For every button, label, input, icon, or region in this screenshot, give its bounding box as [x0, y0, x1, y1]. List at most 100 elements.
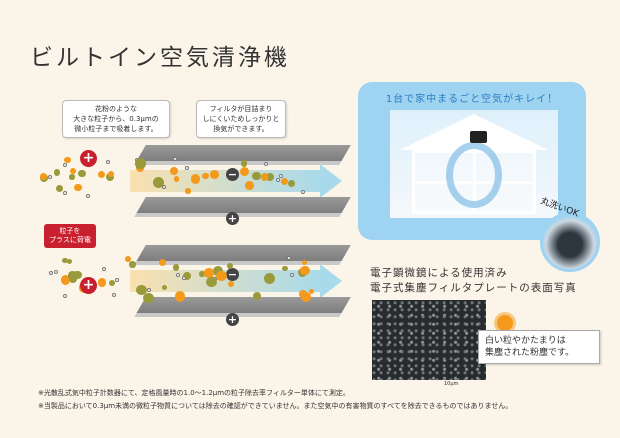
particle [299, 289, 308, 298]
particle [182, 271, 191, 281]
particle [175, 272, 180, 277]
sem-caption-line: 電子顕微鏡による使用済み [370, 267, 508, 279]
plus-icon: + [80, 150, 97, 167]
particle [161, 284, 167, 290]
particle [227, 263, 234, 270]
particle [174, 291, 186, 302]
sem-caption-line: 電子式集塵フィルタプレートの表面写真 [370, 282, 577, 294]
particle [308, 288, 314, 294]
particle [66, 258, 72, 264]
footnote: ※光散乱式気中粒子計数器にて、定格風量時の1.0〜1.2μmの粒子除去率フィルタ… [38, 389, 350, 397]
particle [86, 194, 90, 199]
particle [288, 179, 296, 187]
particle [266, 173, 275, 181]
particle [199, 271, 205, 277]
particle [125, 255, 132, 263]
particle [182, 276, 187, 281]
particle [252, 172, 261, 181]
air-purifier-unit [470, 131, 487, 143]
filter-plate [134, 297, 351, 317]
plus-icon: + [226, 313, 239, 326]
particle [56, 184, 64, 192]
particle [301, 190, 306, 195]
particle [136, 284, 147, 295]
particle [240, 160, 248, 167]
particle [228, 281, 235, 288]
particle [278, 173, 283, 178]
callout-clogging: フィルタが目詰まり しにくいためしっかりと 換気ができます。 [196, 100, 286, 138]
sem-photo [372, 300, 486, 380]
particle [263, 272, 275, 284]
sem-caption: 電子顕微鏡による使用済み 電子式集塵フィルタプレートの表面写真 [370, 266, 577, 296]
particle [129, 261, 136, 268]
particle [49, 270, 54, 275]
particle [146, 288, 151, 293]
particle [98, 170, 106, 178]
particle [289, 272, 294, 277]
particle [202, 172, 209, 180]
particle [47, 174, 52, 179]
particle [301, 259, 308, 266]
particle [216, 270, 227, 282]
callout-line: 微小粒子まで吸着します。 [74, 125, 158, 133]
house-panel-title: 1台で家中まるごと空気がキレイ！ [385, 94, 559, 105]
callout-line: 花粉のような [95, 105, 137, 113]
callout-line: フィルタが目詰まり [209, 105, 273, 113]
particle [143, 292, 154, 304]
sem-callout: 白い粒やかたまりは 集塵された粉塵です。 [478, 330, 600, 364]
dust-particle-icon [497, 315, 513, 331]
particle [264, 161, 269, 166]
particle [108, 279, 116, 287]
particle [73, 270, 82, 279]
particle [114, 278, 119, 283]
callout-line: しにくいためしっかりと [202, 115, 280, 123]
filter-plate [134, 197, 351, 217]
particle [101, 267, 106, 272]
particle [64, 156, 71, 164]
particle [300, 266, 310, 276]
particle [60, 274, 71, 285]
minus-icon: − [226, 168, 239, 181]
particle [301, 292, 312, 302]
washable-filter-photo [540, 212, 600, 272]
particle [112, 293, 116, 298]
charge-label-line: 粒子を [59, 227, 81, 235]
particle [106, 159, 111, 164]
particle [78, 170, 86, 178]
particle [159, 258, 167, 266]
particle [204, 268, 214, 278]
particle [184, 166, 189, 171]
particle [239, 167, 249, 177]
house-illustration [390, 110, 558, 218]
scale-bar: 10μm [444, 381, 459, 387]
particle [62, 293, 67, 298]
particle [68, 274, 77, 283]
particle [210, 169, 219, 179]
particle [53, 269, 58, 274]
minus-icon: − [226, 268, 239, 281]
plus-icon: + [226, 212, 239, 225]
callout-line: 換気ができます。 [213, 125, 269, 133]
charge-label-line: プラスに荷電 [49, 236, 91, 244]
particle [69, 174, 75, 180]
particle [173, 157, 178, 162]
particle [107, 171, 114, 178]
particle [185, 188, 191, 194]
particle [244, 181, 254, 190]
particle [260, 173, 269, 181]
callout-particle-size: 花粉のような 大きな粒子から、0.3μmの 微小粒子まで吸着します。 [62, 100, 170, 138]
sem-callout-line: 白い粒やかたまりは [485, 336, 566, 346]
page-title: ビルトイン空気清浄機 [30, 45, 290, 71]
particle [63, 163, 68, 168]
particle [174, 176, 180, 182]
particle [98, 278, 107, 287]
air-circulation-icon [446, 142, 502, 208]
footnote: ※当製品において0.3μm未満の微粒子物質については除去の確認ができていません。… [38, 402, 513, 410]
particle [281, 177, 289, 185]
filter-plate [134, 245, 351, 265]
charge-label: 粒子を プラスに荷電 [44, 224, 96, 248]
particle [172, 264, 180, 271]
callout-line: 大きな粒子から、0.3μmの [73, 115, 159, 123]
particle [205, 276, 217, 288]
particle [281, 265, 288, 272]
